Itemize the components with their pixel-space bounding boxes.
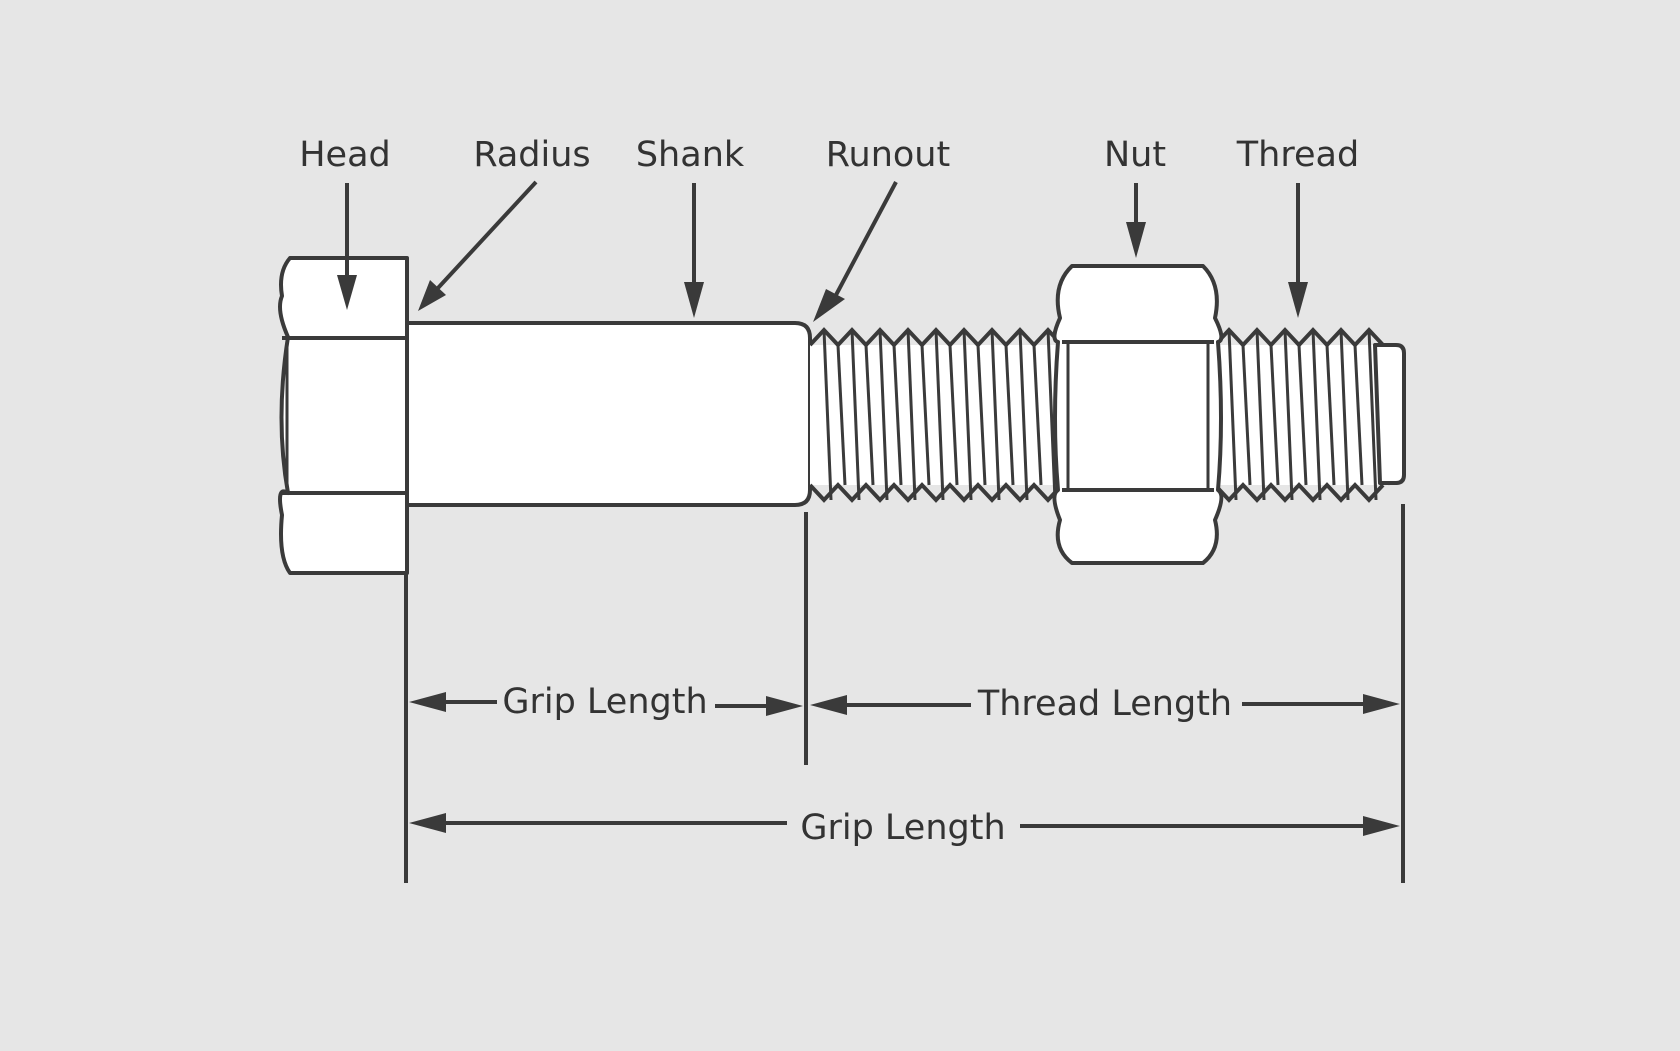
thread-crest-line	[1311, 329, 1322, 501]
label-nut: Nut	[1104, 135, 1166, 175]
label-thread-length: Thread Length	[977, 684, 1232, 724]
thread-root-line	[892, 344, 903, 486]
thread-crest-line	[934, 329, 945, 501]
thread-bottom-profile	[808, 482, 1064, 503]
label-runout: Runout	[826, 135, 950, 175]
dimension-grip-length	[409, 692, 803, 716]
label-shank: Shank	[636, 135, 745, 175]
thread-root-line	[1241, 344, 1252, 486]
thread-crest-line	[990, 329, 1001, 501]
label-thread: Thread	[1236, 135, 1359, 175]
thread-root-line	[1297, 344, 1308, 486]
thread-crest-line	[1227, 329, 1238, 501]
hex-nut	[1052, 264, 1224, 565]
thread-crest-line	[962, 329, 973, 501]
thread-crest-line	[906, 329, 917, 501]
thread-top-profile	[808, 327, 1064, 348]
thread-crest-line	[1367, 329, 1378, 501]
thread-root-line	[1269, 344, 1280, 486]
thread-root-line	[1325, 344, 1336, 486]
thread-top-profile	[1213, 327, 1385, 348]
thread-crest-line	[1046, 329, 1057, 501]
thread-root-line	[948, 344, 959, 486]
thread-root-line	[864, 344, 875, 486]
thread-crest-line	[1018, 329, 1029, 501]
thread-root-line	[1353, 344, 1364, 486]
thread-root-line	[1004, 344, 1015, 486]
callout-arrows	[337, 180, 1308, 322]
bolt-thread-right	[1213, 327, 1392, 503]
thread-crest-line	[1255, 329, 1266, 501]
thread-root-line	[1032, 344, 1043, 486]
dimension-total-length	[409, 813, 1400, 836]
bolt-head	[278, 256, 409, 575]
label-grip-length: Grip Length	[502, 682, 707, 722]
thread-crest-line	[1339, 329, 1350, 501]
thread-crest-line	[822, 329, 833, 501]
bolt-shank	[405, 321, 812, 507]
extension-lines	[404, 504, 1405, 883]
thread-root-line	[976, 344, 987, 486]
thread-root-line	[836, 344, 847, 486]
thread-crest-line	[878, 329, 889, 501]
label-head: Head	[299, 135, 391, 175]
label-radius: Radius	[473, 135, 590, 175]
dimension-thread-length	[810, 694, 1400, 715]
thread-bottom-profile	[1213, 482, 1385, 503]
thread-crest-line	[1283, 329, 1294, 501]
bolt-thread-left	[808, 327, 1071, 503]
thread-crest-line	[850, 329, 861, 501]
bolt-thread-tip	[1373, 343, 1406, 485]
thread-root-line	[920, 344, 931, 486]
label-total-grip-length: Grip Length	[800, 808, 1005, 848]
